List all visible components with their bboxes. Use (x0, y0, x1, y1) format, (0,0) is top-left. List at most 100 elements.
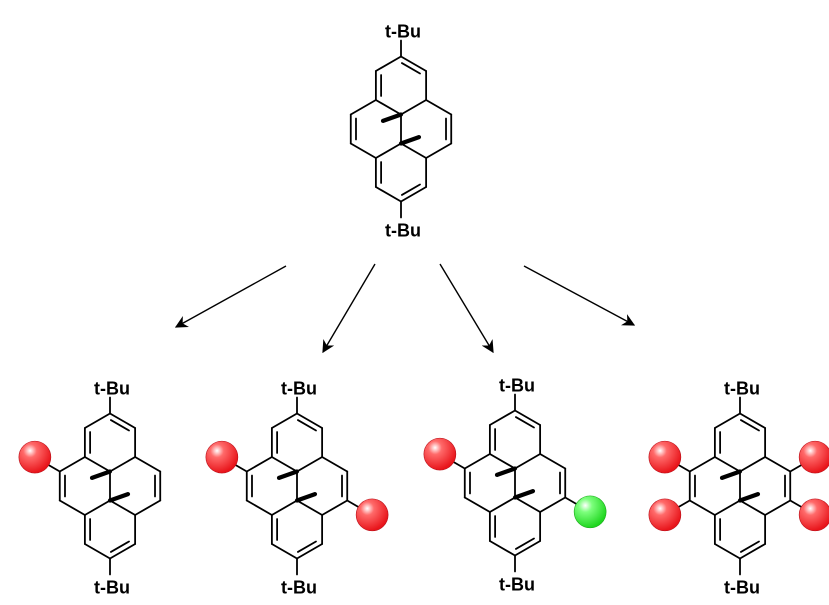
methyl-wedge-bottom (294, 492, 318, 503)
reaction-arrows (174, 263, 636, 354)
red-substituent-ball-4 (798, 498, 829, 532)
methyl-wedge-top (276, 469, 300, 480)
bond-L2-D2 (349, 142, 377, 159)
methyl-wedge-bottom (398, 135, 422, 146)
tbu-label-bottom: t-Bu (281, 577, 317, 597)
bond-R2-E2 (539, 496, 567, 513)
bond-A2-L1 (463, 453, 491, 470)
green-substituent-ball-2 (573, 495, 607, 529)
red-substituent-ball-1 (205, 440, 239, 474)
bond-D2-BC (270, 499, 298, 516)
bond-D2-BC (713, 499, 741, 516)
methyl-wedge-bottom (737, 492, 761, 503)
bond-B1-C1 (739, 412, 767, 429)
bond-A2-TC (270, 456, 298, 473)
bond-A2-L1 (58, 456, 86, 473)
bond-D1-C2 (488, 540, 516, 557)
bond-TC-B2 (109, 456, 137, 473)
bond-D2-BC (488, 496, 516, 513)
methyl-wedge-top (494, 466, 518, 477)
red-substituent-ball-1 (18, 440, 52, 474)
bond-TC-B2 (514, 453, 542, 470)
bond-C2-E1 (109, 543, 137, 560)
methyl-wedge-top (719, 469, 743, 480)
bond-B1-C1 (296, 412, 324, 429)
double-bond-C1-B1 (401, 62, 421, 75)
tbu-label-bottom: t-Bu (499, 574, 535, 594)
bond-C1-A1 (83, 412, 111, 429)
bond-C1-A1 (374, 55, 402, 72)
methyl-wedge-top (89, 469, 113, 480)
bond-D1-C2 (713, 543, 741, 560)
bond-C2-E1 (739, 543, 767, 560)
double-bond-C1-B1 (515, 416, 535, 429)
bond-B2-R1 (764, 456, 792, 473)
bond-D2-BC (83, 499, 111, 516)
double-bond-C1-B1 (740, 419, 760, 432)
bond-A2-TC (374, 99, 402, 116)
bond-D1-C2 (374, 186, 402, 203)
arrow-to-tetra-red (523, 265, 636, 326)
bond-D2-BC (374, 142, 402, 159)
red-substituent-ball-2 (648, 498, 682, 532)
tbu-label-top: t-Bu (385, 22, 421, 42)
bond-C2-E1 (400, 186, 428, 203)
bond-D1-C2 (270, 543, 298, 560)
bond-R2-E2 (764, 499, 792, 516)
bond-B2-R1 (425, 99, 453, 116)
tbu-label-top: t-Bu (94, 379, 130, 399)
bond-D1-C2 (83, 543, 111, 560)
bond-A2-L1 (349, 99, 377, 116)
bond-L2-D2 (688, 499, 716, 516)
methyl-wedge-top (380, 112, 404, 123)
red-substituent-ball-1 (423, 437, 457, 471)
bond-L2-D2 (245, 499, 273, 516)
arrow-to-di-red (322, 263, 376, 354)
arrow-to-red-green (439, 263, 494, 354)
double-bond-C2-E1 (401, 183, 421, 196)
bond-E2-BC (514, 496, 542, 513)
bond-B2-R1 (539, 453, 567, 470)
double-bond-C1-B1 (110, 419, 130, 432)
bond-E2-BC (739, 499, 767, 516)
methyl-wedge-bottom (107, 492, 131, 503)
bond-E2-BC (400, 142, 428, 159)
red-substituent-ball-2 (355, 498, 389, 532)
bond-A2-TC (83, 456, 111, 473)
bond-C2-E1 (514, 540, 542, 557)
bond-R2-E2 (425, 142, 453, 159)
molecule-tetra-red: t-Bu t-Bu (648, 379, 829, 597)
double-bond-C2-E1 (297, 540, 317, 553)
bond-C1-A1 (713, 412, 741, 429)
bond-B1-C1 (400, 55, 428, 72)
bond-R2-E2 (134, 499, 162, 516)
methyl-wedge-bottom (512, 489, 536, 500)
double-bond-C2-E1 (740, 540, 760, 553)
bond-B1-C1 (109, 412, 137, 429)
bond-R2-E2 (321, 499, 349, 516)
tbu-label-top: t-Bu (499, 376, 535, 396)
tbu-label-top: t-Bu (724, 379, 760, 399)
molecule-mono-red: t-Bu t-Bu (18, 379, 162, 597)
bond-C2-E1 (296, 543, 324, 560)
bond-A2-TC (488, 453, 516, 470)
red-substituent-ball-3 (798, 440, 829, 474)
bond-B2-R1 (321, 456, 349, 473)
bond-E2-BC (296, 499, 324, 516)
bond-B2-R1 (134, 456, 162, 473)
bond-A2-L1 (688, 456, 716, 473)
bond-L2-D2 (463, 496, 491, 513)
tbu-label-bottom: t-Bu (385, 220, 421, 240)
bond-B1-C1 (514, 409, 542, 426)
molecule-red-green: t-Bu t-Bu (423, 376, 607, 594)
tbu-label-bottom: t-Bu (724, 577, 760, 597)
tbu-label-top: t-Bu (281, 379, 317, 399)
tbu-label-bottom: t-Bu (94, 577, 130, 597)
molecule-di-red: t-Bu t-Bu (205, 379, 389, 597)
double-bond-C2-E1 (515, 537, 535, 550)
bond-E2-BC (109, 499, 137, 516)
double-bond-C2-E1 (110, 540, 130, 553)
molecule-parent: t-Bu t-Bu (349, 22, 453, 240)
